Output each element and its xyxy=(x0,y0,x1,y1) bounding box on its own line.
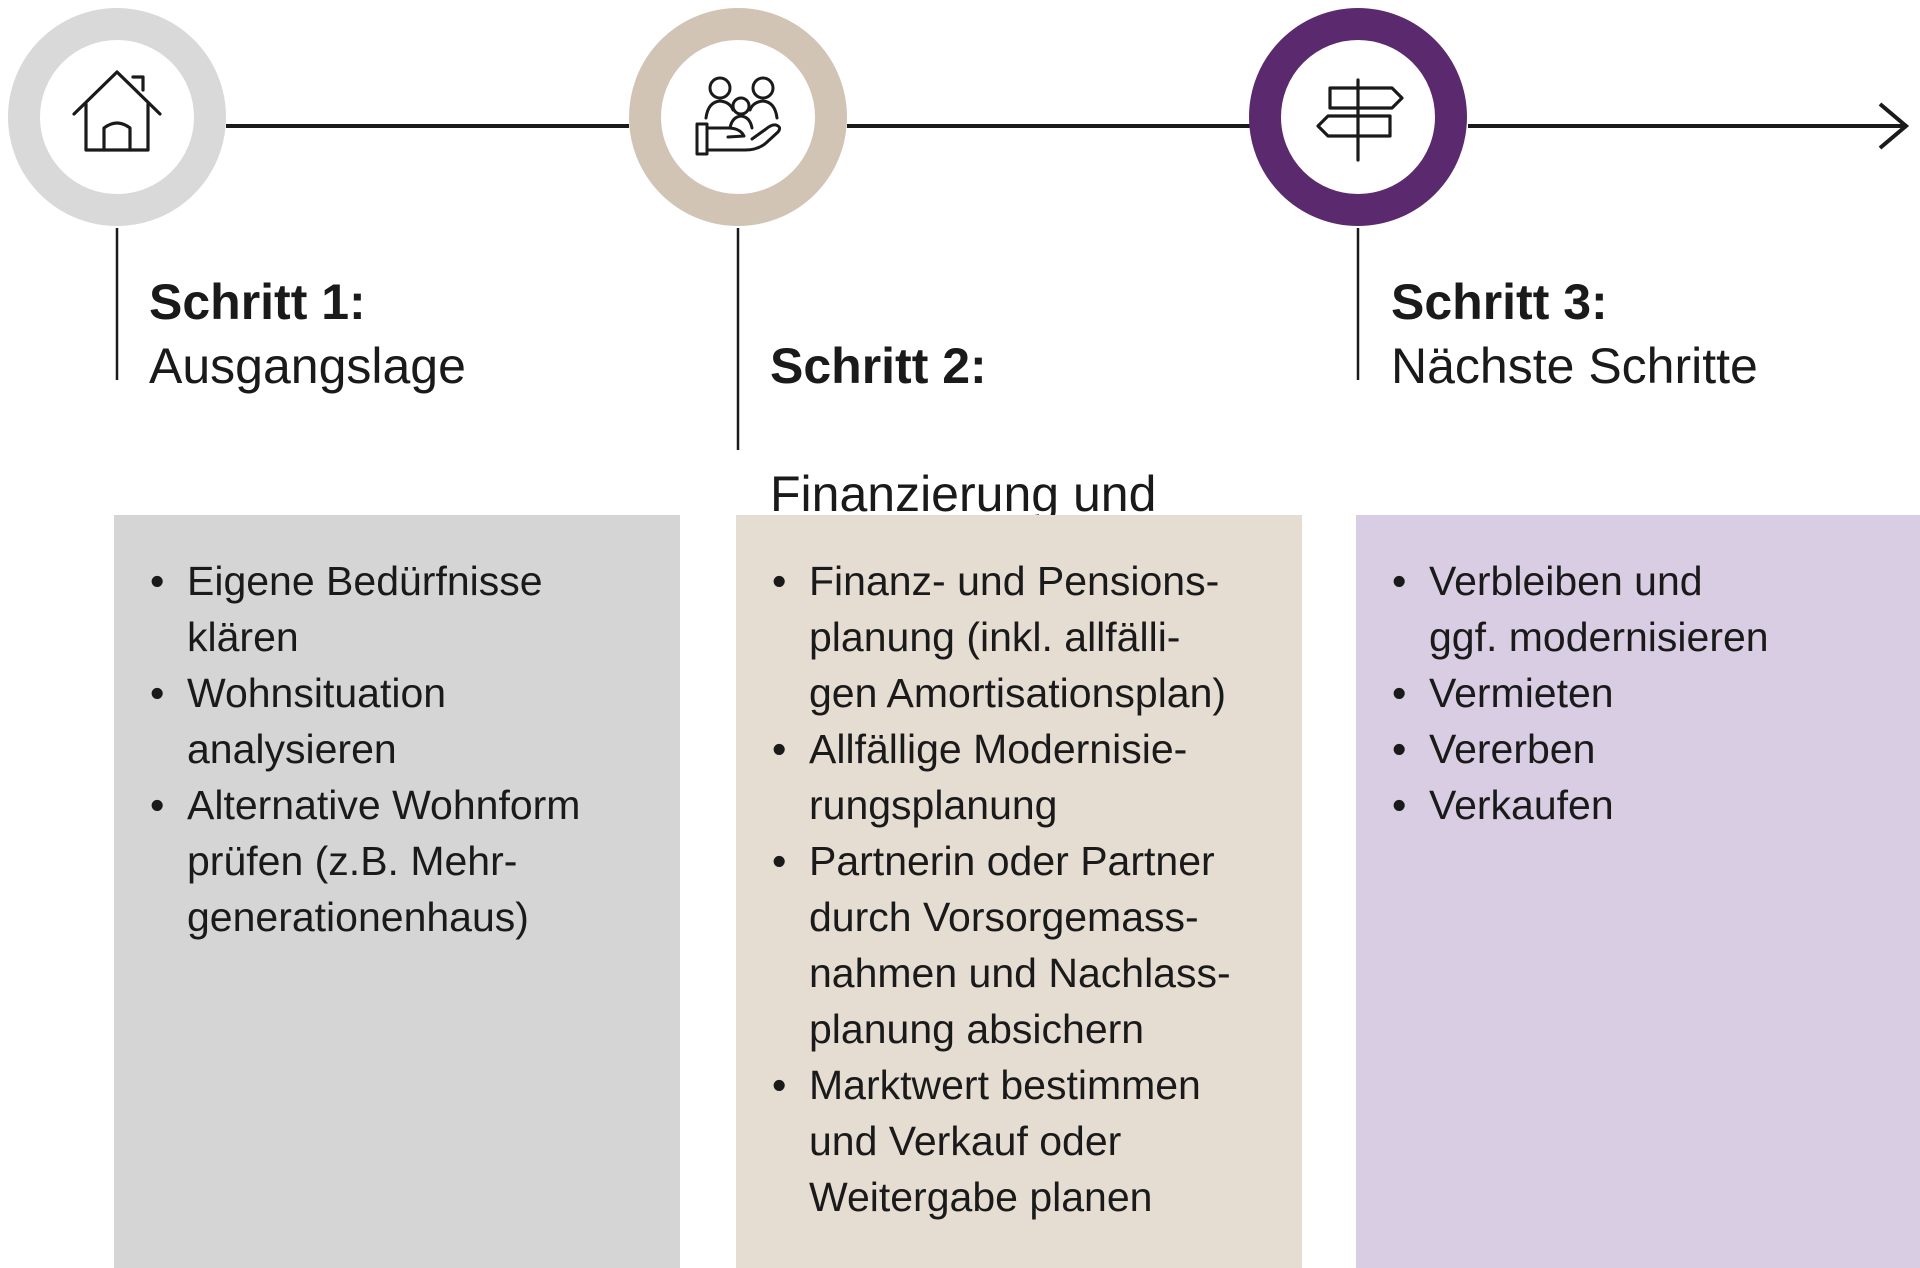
bullet-icon: • xyxy=(772,838,787,884)
step-3-circle xyxy=(1249,8,1467,226)
step-1-title: Ausgangslage xyxy=(149,338,466,394)
step-1-panel: • Eigene Bedürfnisse klären • Wohnsituatio… xyxy=(114,515,680,1268)
list-item-text: Finanz- und Pensions- planung (inkl. all… xyxy=(809,558,1227,716)
list-item-text: Verkaufen xyxy=(1429,782,1614,828)
step-2-bullet-list: • Finanz- und Pensions- planung (inkl. al… xyxy=(772,553,1282,1225)
list-item: • Marktwert bestimmen und Verkauf oder We… xyxy=(772,1057,1282,1225)
step-2-circle xyxy=(629,8,847,226)
step-1-number: Schritt 1: xyxy=(149,274,366,330)
step-3-panel: • Verbleiben und ggf. modernisieren • Verm… xyxy=(1356,515,1920,1268)
step-1-circle xyxy=(8,8,226,226)
list-item-text: Alternative Wohnform prüfen (z.B. Mehr- … xyxy=(187,782,581,940)
step-2-number: Schritt 2: xyxy=(770,338,987,394)
bullet-icon: • xyxy=(772,558,787,604)
bullet-icon: • xyxy=(1392,558,1407,604)
list-item: • Vermieten xyxy=(1392,665,1900,721)
step-2-panel: • Finanz- und Pensions- planung (inkl. al… xyxy=(736,515,1302,1268)
step-3-title: Nächste Schritte xyxy=(1391,338,1758,394)
step-1-bullet-list: • Eigene Bedürfnisse klären • Wohnsituatio… xyxy=(150,553,660,945)
list-item-text: Eigene Bedürfnisse klären xyxy=(187,558,543,660)
list-item-text: Vererben xyxy=(1429,726,1596,772)
list-item: • Verkaufen xyxy=(1392,777,1900,833)
bullet-icon: • xyxy=(772,1062,787,1108)
bullet-icon: • xyxy=(772,726,787,772)
list-item: • Eigene Bedürfnisse klären xyxy=(150,553,660,665)
list-item: • Allfällige Modernisie- rungsplanung xyxy=(772,721,1282,833)
step-3-number: Schritt 3: xyxy=(1391,274,1608,330)
list-item-text: Vermieten xyxy=(1429,670,1614,716)
list-item-text: Wohnsituation analysieren xyxy=(187,670,447,772)
list-item: • Wohnsituation analysieren xyxy=(150,665,660,777)
bullet-icon: • xyxy=(1392,670,1407,716)
bullet-icon: • xyxy=(1392,726,1407,772)
family-in-hand-icon xyxy=(695,76,782,156)
bullet-icon: • xyxy=(150,558,165,604)
list-item-text: Marktwert bestimmen und Verkauf oder Wei… xyxy=(809,1062,1201,1220)
list-item: • Verbleiben und ggf. modernisieren xyxy=(1392,553,1900,665)
signpost-icon xyxy=(1316,78,1404,162)
step-3-bullet-list: • Verbleiben und ggf. modernisieren • Verm… xyxy=(1392,553,1900,833)
list-item: • Vererben xyxy=(1392,721,1900,777)
list-item: • Partnerin oder Partner durch Vorsorgema… xyxy=(772,833,1282,1057)
list-item-text: Partnerin oder Partner durch Vorsorgemas… xyxy=(809,838,1231,1052)
house-icon xyxy=(72,70,162,152)
bullet-icon: • xyxy=(150,670,165,716)
step-1-heading: Schritt 1: Ausgangslage xyxy=(149,270,709,398)
list-item-text: Allfällige Modernisie- rungsplanung xyxy=(809,726,1188,828)
arrow-head-icon xyxy=(1878,102,1910,150)
list-item-text: Verbleiben und ggf. modernisieren xyxy=(1429,558,1769,660)
list-item: • Finanz- und Pensions- planung (inkl. al… xyxy=(772,553,1282,721)
list-item: • Alternative Wohnform prüfen (z.B. Mehr-… xyxy=(150,777,660,945)
bullet-icon: • xyxy=(150,782,165,828)
bullet-icon: • xyxy=(1392,782,1407,828)
step-3-heading: Schritt 3: Nächste Schritte xyxy=(1391,270,1920,398)
